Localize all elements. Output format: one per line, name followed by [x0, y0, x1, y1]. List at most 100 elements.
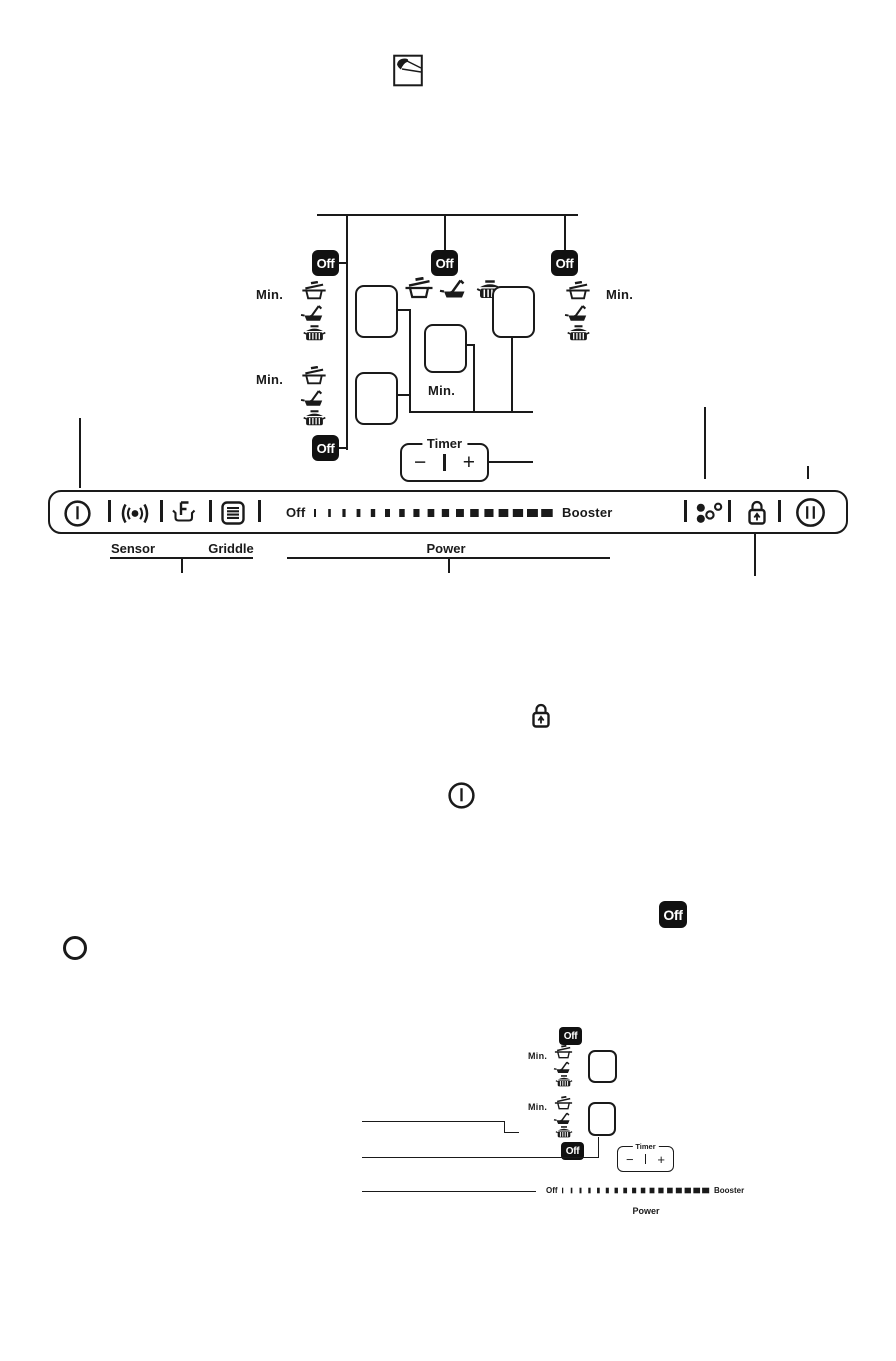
separator [778, 500, 781, 522]
saucepan-icon [404, 277, 434, 299]
lock-icon [531, 702, 551, 729]
control-panel-bar: Off Booster [48, 490, 848, 534]
pot-type-legend [404, 277, 504, 299]
min-label: Min. [528, 1102, 548, 1112]
menu-icon [221, 501, 245, 525]
label-tick [181, 557, 183, 573]
pot-type-legend [300, 366, 328, 426]
pot-type-legend [553, 1045, 574, 1087]
timer-divider [443, 454, 446, 471]
callout-line [79, 418, 81, 488]
sensor-icon [118, 500, 152, 527]
power-scale [314, 508, 554, 518]
min-label: Min. [428, 383, 456, 398]
power-icon [63, 499, 92, 528]
connector-line [473, 344, 475, 412]
separator [108, 500, 111, 522]
separator [684, 500, 687, 522]
casserole-icon [555, 1075, 573, 1087]
frying-pan-icon [553, 1060, 574, 1074]
frying-pan-icon [564, 303, 592, 322]
lock-icon [747, 499, 767, 526]
off-badge: Off [551, 250, 578, 276]
callout-line [444, 214, 446, 250]
saucepan-icon [301, 366, 327, 385]
power-label: Power [632, 1206, 660, 1216]
connector-line [466, 344, 474, 346]
pot-type-legend [300, 281, 328, 341]
timer-control: Timer − + [617, 1141, 674, 1172]
power-scale-off-label: Off [286, 505, 306, 520]
label-tick [448, 557, 450, 573]
callout-line [362, 1191, 536, 1192]
callout-line [807, 466, 809, 479]
display-window [492, 286, 535, 338]
callout-line [362, 1121, 505, 1122]
callout-line [704, 407, 706, 479]
connector-line [511, 337, 513, 412]
circle-outline [63, 936, 87, 960]
off-badge: Off [561, 1142, 584, 1160]
connector-line [409, 309, 411, 412]
display-window [588, 1050, 617, 1083]
callout-line [504, 1121, 505, 1133]
connector-line [409, 411, 533, 413]
callout-line [362, 1157, 599, 1158]
power-scale-booster-label: Booster [562, 505, 613, 520]
casserole-icon [302, 410, 327, 426]
casserole-icon [555, 1126, 573, 1138]
frying-pan-icon [300, 303, 328, 322]
timer-label: Timer [421, 436, 468, 451]
callout-line [598, 1137, 599, 1158]
hand-pen-icon [393, 54, 423, 87]
griddle-icon [171, 500, 197, 525]
callout-line [317, 214, 578, 216]
saucepan-icon [554, 1096, 573, 1110]
off-badge: Off [559, 1027, 582, 1045]
separator [209, 500, 212, 522]
saucepan-icon [301, 281, 327, 300]
frying-pan-icon [553, 1111, 574, 1125]
callout-line [564, 214, 566, 250]
saucepan-icon [565, 281, 591, 300]
timer-plus-button: + [657, 1151, 665, 1167]
casserole-icon [302, 325, 327, 341]
callout-line [338, 262, 347, 264]
display-window [355, 285, 398, 338]
callout-line [504, 1132, 519, 1133]
power-label: Power [426, 541, 466, 556]
separator [258, 500, 261, 522]
separator [160, 500, 163, 522]
connector-line [489, 461, 533, 463]
separator [728, 500, 731, 522]
timer-plus-button: + [462, 451, 475, 474]
callout-line [754, 533, 756, 576]
heat-level-dots-icon [694, 501, 723, 526]
off-badge: Off [659, 901, 687, 928]
min-label: Min. [528, 1051, 548, 1061]
casserole-icon [566, 325, 591, 341]
timer-divider [644, 1154, 647, 1164]
display-window [588, 1102, 616, 1136]
off-badge: Off [312, 250, 339, 276]
connector-line [397, 309, 410, 311]
sensor-label: Sensor [110, 541, 156, 556]
connector-line [397, 394, 410, 396]
frying-pan-icon [439, 277, 471, 299]
timer-minus-button: − [626, 1151, 634, 1167]
power-scale-off-label: Off [546, 1186, 558, 1195]
callout-line [338, 447, 347, 449]
power-icon [447, 781, 476, 810]
saucepan-icon [554, 1045, 573, 1059]
display-window [424, 324, 467, 373]
timer-control: Timer − + [400, 436, 489, 482]
power-scale-booster-label: Booster [714, 1186, 745, 1195]
pot-type-legend [553, 1096, 574, 1138]
pot-type-legend [564, 281, 592, 341]
min-label: Min. [606, 287, 634, 302]
off-badge: Off [312, 435, 339, 461]
timer-minus-button: − [414, 451, 427, 474]
min-label: Min. [256, 372, 284, 387]
pause-icon [795, 497, 826, 528]
